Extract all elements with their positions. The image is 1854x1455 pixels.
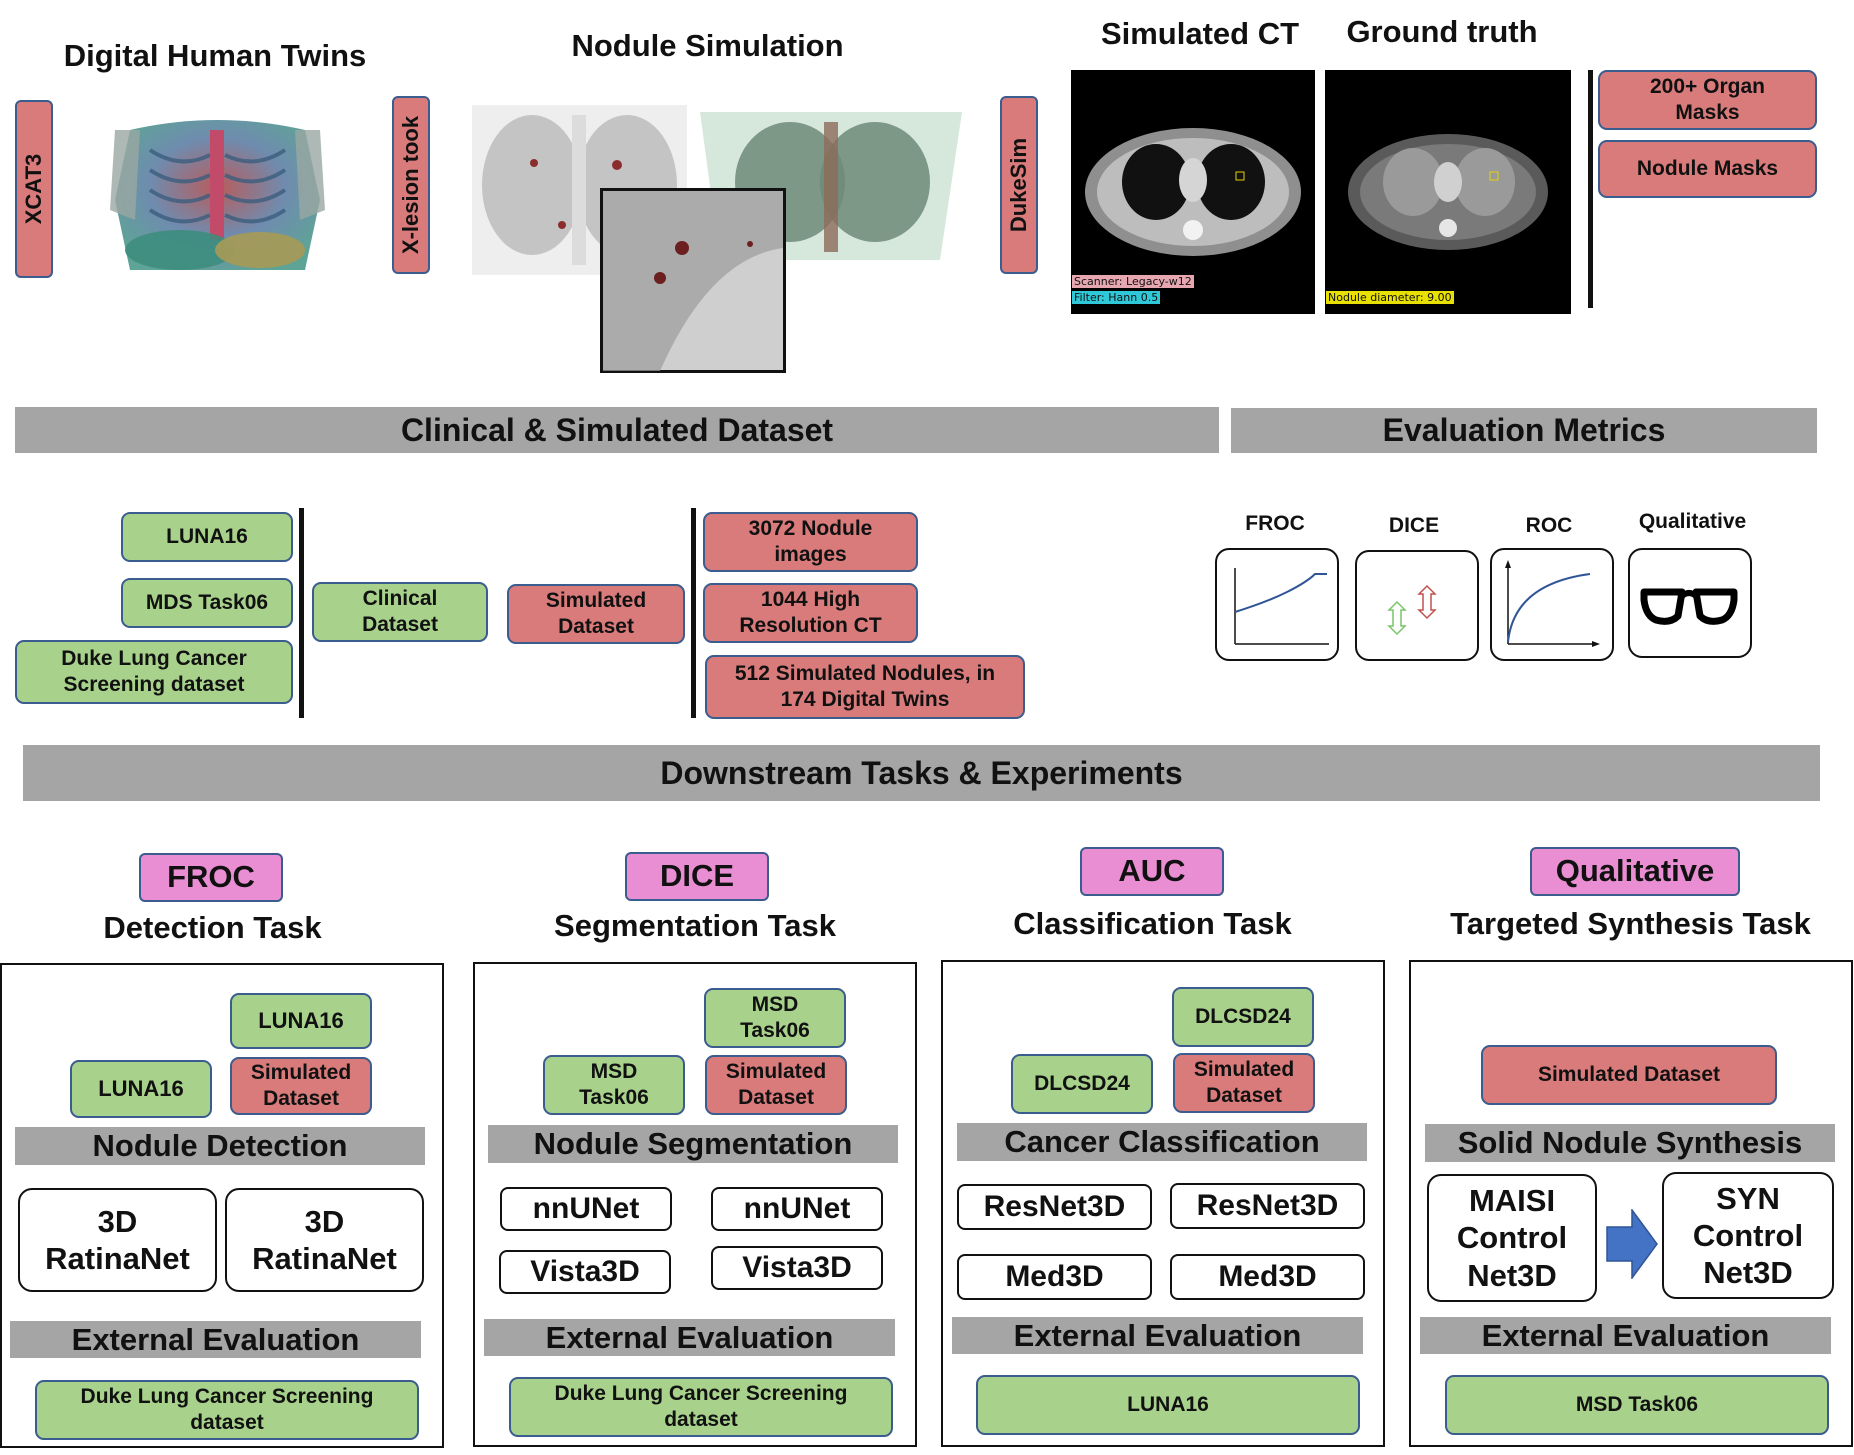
separator-bar (1588, 70, 1593, 308)
task1-model-b: 3D RatinaNet (225, 1188, 424, 1292)
simulated-dataset-box: Simulated Dataset (507, 584, 685, 644)
task1-external-banner: External Evaluation (10, 1321, 421, 1358)
froc-metric-label: FROC (1245, 512, 1305, 535)
task4-model-a: MAISI Control Net3D (1427, 1174, 1597, 1302)
task1-external-data: Duke Lung Cancer Screening dataset (35, 1380, 419, 1440)
task4-model-b: SYN Control Net3D (1662, 1172, 1834, 1299)
roc-card (1490, 548, 1614, 661)
ground-truth-title: Ground truth (1346, 14, 1538, 49)
task1-metric-badge: FROC (139, 853, 283, 902)
task3-data-a: DLCSD24 (1011, 1054, 1153, 1114)
dataset-mds-task06: MDS Task06 (121, 578, 293, 628)
simulated-ct-title: Simulated CT (1100, 16, 1300, 51)
task2-external-banner: External Evaluation (484, 1319, 895, 1356)
task4-external-data: MSD Task06 (1445, 1375, 1829, 1435)
sim-512-box: 512 Simulated Nodules, in 174 Digital Tw… (705, 655, 1025, 719)
task1-title: Detection Task (103, 910, 322, 945)
roc-metric-label: ROC (1525, 514, 1573, 537)
task3-model-a: ResNet3D (957, 1184, 1152, 1230)
qualitative-card (1628, 548, 1752, 658)
dataset-duke: Duke Lung Cancer Screening dataset (15, 640, 293, 704)
ground-truth-image: Nodule diameter: 9.00 (1325, 70, 1571, 314)
clinical-simulated-banner: Clinical & Simulated Dataset (15, 407, 1219, 453)
task2-external-data: Duke Lung Cancer Screening dataset (509, 1377, 893, 1437)
filter-label: Filter: Hann 0.5 (1072, 291, 1161, 304)
clinical-separator (299, 508, 304, 718)
dice-metric-label: DICE (1388, 514, 1440, 537)
task2-model-c: Vista3D (499, 1250, 671, 1294)
simulated-ct-image: Scanner: Legacy-w12 Filter: Hann 0.5 (1071, 70, 1315, 314)
task3-model-c: Med3D (957, 1254, 1152, 1300)
glasses-icon (1640, 588, 1738, 625)
task4-data-c: Simulated Dataset (1481, 1045, 1777, 1105)
task3-model-d: Med3D (1170, 1254, 1365, 1300)
task2-model-a: nnUNet (500, 1187, 672, 1231)
task1-model-a: 3D RatinaNet (18, 1188, 217, 1292)
dataset-luna16: LUNA16 (121, 512, 293, 562)
task2-data-b: MSD Task06 (704, 988, 846, 1048)
xlesion-label: X-lesion took (392, 96, 430, 274)
xcat3-label: XCAT3 (15, 100, 53, 278)
task1-section-banner: Nodule Detection (15, 1127, 425, 1165)
nodule-zoom-image (600, 188, 786, 373)
task2-section-banner: Nodule Segmentation (488, 1125, 898, 1163)
sim-3072-box: 3072 Nodule images (703, 512, 918, 572)
dice-arrows-icon (1387, 584, 1437, 636)
task1-data-a: LUNA16 (70, 1060, 212, 1118)
right-arrow-icon (1606, 1209, 1658, 1279)
simulated-separator (691, 508, 696, 718)
roc-curve-icon (1505, 560, 1600, 647)
qualitative-metric-label: Qualitative (1638, 510, 1747, 533)
task2-data-c: Simulated Dataset (705, 1055, 847, 1115)
task2-metric-badge: DICE (625, 852, 769, 901)
digital-twins-title: Digital Human Twins (63, 38, 367, 73)
task2-title: Segmentation Task (554, 908, 836, 943)
task3-external-data: LUNA16 (976, 1375, 1360, 1435)
task3-data-b: DLCSD24 (1172, 987, 1314, 1047)
task2-data-a: MSD Task06 (543, 1055, 685, 1115)
froc-card (1215, 548, 1339, 661)
task4-title: Targeted Synthesis Task (1450, 906, 1811, 941)
froc-curve-icon (1234, 568, 1329, 645)
organ-masks-box: 200+ Organ Masks (1598, 70, 1817, 130)
task3-metric-badge: AUC (1080, 847, 1224, 896)
dice-card (1355, 550, 1479, 661)
task3-title: Classification Task (1013, 906, 1292, 941)
nodule-diameter-label: Nodule diameter: 9.00 (1326, 291, 1454, 304)
scanner-label: Scanner: Legacy-w12 (1072, 275, 1194, 288)
sim-1044-box: 1044 High Resolution CT (703, 583, 918, 643)
downstream-banner: Downstream Tasks & Experiments (23, 745, 1820, 801)
task2-model-d: Vista3D (711, 1246, 883, 1290)
task4-section-banner: Solid Nodule Synthesis (1425, 1124, 1835, 1162)
dukesim-label: DukeSim (1000, 96, 1038, 274)
task4-metric-badge: Qualitative (1530, 847, 1740, 896)
task3-model-b: ResNet3D (1170, 1183, 1365, 1229)
digital-twin-torso-image (110, 120, 325, 270)
nodule-masks-box: Nodule Masks (1598, 140, 1817, 198)
task3-section-banner: Cancer Classification (957, 1123, 1367, 1161)
task3-data-c: Simulated Dataset (1173, 1053, 1315, 1113)
task1-data-c: Simulated Dataset (230, 1057, 372, 1115)
task1-data-b: LUNA16 (230, 993, 372, 1049)
clinical-dataset-box: Clinical Dataset (312, 582, 488, 642)
nodule-simulation-title: Nodule Simulation (571, 28, 844, 63)
task3-external-banner: External Evaluation (952, 1317, 1363, 1354)
task2-model-b: nnUNet (711, 1187, 883, 1231)
evaluation-metrics-banner: Evaluation Metrics (1231, 408, 1817, 453)
task4-external-banner: External Evaluation (1420, 1317, 1831, 1354)
